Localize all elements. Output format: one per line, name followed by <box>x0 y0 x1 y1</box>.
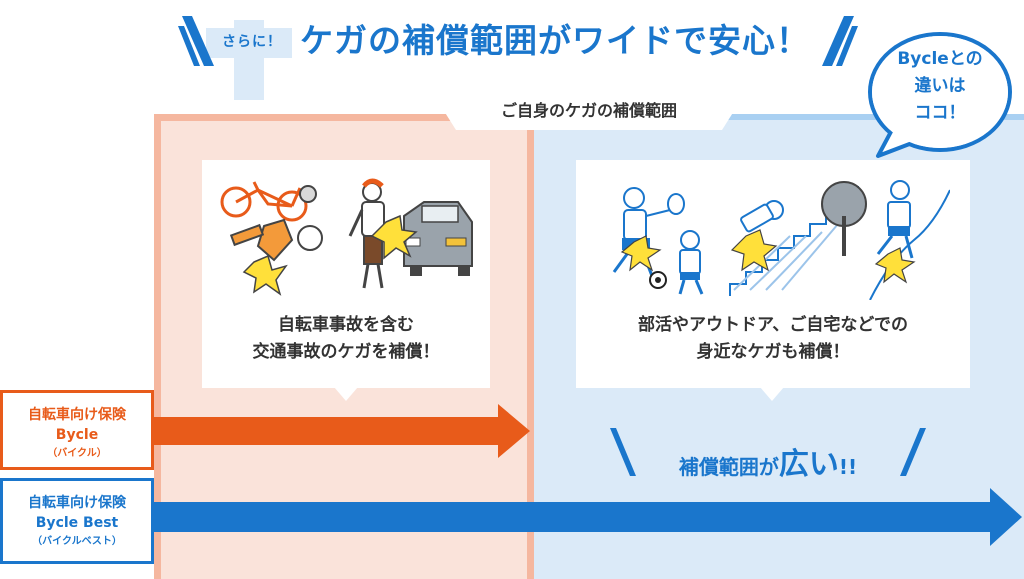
bubble-text: Bycleとの 違いは ココ！ <box>897 49 983 123</box>
traffic-accident-illustration <box>220 178 473 296</box>
card-tail <box>760 387 784 401</box>
everyday-injury-text: 部活やアウトドア、ご自宅などでの 身近なケガも補償！ <box>638 315 908 362</box>
insurance-label-bycle: 自転車向け保険 Bycle （バイクル） <box>0 390 154 470</box>
speech-bubble <box>868 32 1012 158</box>
wide-coverage-text: 補償範囲が広い!! <box>678 447 858 482</box>
everyday-injury-illustration <box>612 180 950 300</box>
emphasis-slash-left-icon <box>178 16 214 66</box>
traffic-accident-text: 自転車事故を含む 交通事故のケガを補償！ <box>252 315 440 362</box>
headline-prefix: さらに！ <box>222 34 282 50</box>
card-tail <box>334 387 358 401</box>
plus-decoration-horizontal <box>206 28 292 58</box>
scope-label: ご自身のケガの補償範囲 <box>500 101 677 120</box>
scope-label-bg <box>444 92 734 130</box>
bycle-coverage-arrow <box>154 404 530 458</box>
insurance-label-bycle-best: 自転車向け保険 Bycle Best （バイクルベスト） <box>0 478 154 564</box>
wide-slash-right-icon <box>900 428 926 476</box>
headline-title: ケガの補償範囲がワイドで安心！ <box>300 21 810 60</box>
bycle-best-coverage-arrow <box>154 488 1022 546</box>
emphasis-slash-right-icon <box>822 16 858 66</box>
wide-slash-left-icon <box>610 428 636 476</box>
